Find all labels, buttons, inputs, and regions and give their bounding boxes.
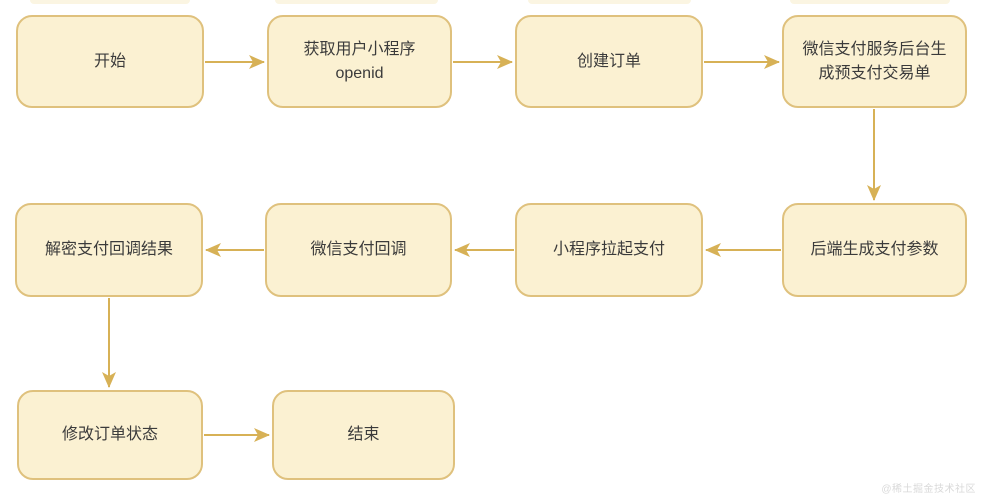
node-decrypt-callback-result: 解密支付回调结果 bbox=[15, 203, 203, 297]
watermark: @稀土掘金技术社区 bbox=[881, 484, 976, 495]
cropped-box-remnant bbox=[30, 0, 190, 4]
node-end: 结束 bbox=[272, 390, 455, 480]
node-update-order-status: 修改订单状态 bbox=[17, 390, 203, 480]
cropped-box-remnant bbox=[275, 0, 438, 4]
node-wechat-pay-callback: 微信支付回调 bbox=[265, 203, 452, 297]
cropped-box-remnant bbox=[528, 0, 691, 4]
node-generate-prepay-order: 微信支付服务后台生 成预支付交易单 bbox=[782, 15, 967, 108]
node-get-openid: 获取用户小程序 openid bbox=[267, 15, 452, 108]
node-start: 开始 bbox=[16, 15, 204, 108]
node-create-order: 创建订单 bbox=[515, 15, 703, 108]
cropped-box-remnant bbox=[790, 0, 950, 4]
node-miniprogram-invoke-pay: 小程序拉起支付 bbox=[515, 203, 703, 297]
node-backend-pay-params: 后端生成支付参数 bbox=[782, 203, 967, 297]
